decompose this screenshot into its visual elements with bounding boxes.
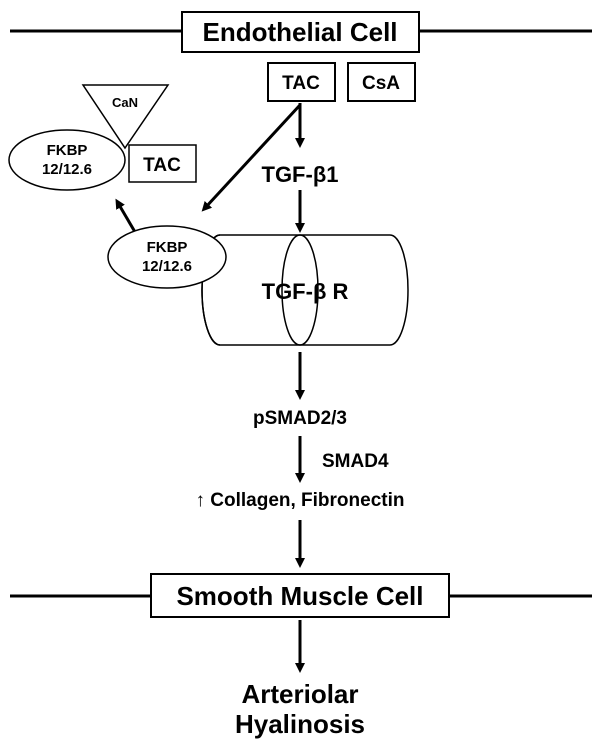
arrow-tac-to-fkbp — [201, 103, 302, 212]
csa-drug-box: CsA — [347, 62, 416, 102]
csa-drug-label: CsA — [362, 73, 400, 94]
receptor-fkbp-line2: 12/12.6 — [142, 258, 192, 275]
psmad-label: pSMAD2/3 — [253, 408, 347, 429]
tac-drug-label: TAC — [282, 73, 320, 94]
endothelial-cell-label: Endothelial Cell — [202, 17, 397, 47]
tgf-beta-receptor: TGF-β R — [201, 234, 409, 346]
tgf-br-label: TGF-β R — [262, 279, 349, 304]
can-triangle — [81, 84, 170, 150]
fkbp-complex-label-line2: 12/12.6 — [42, 161, 92, 178]
fkbp-complex-ellipse — [8, 129, 126, 191]
tac-complex-label: TAC — [143, 155, 181, 176]
receptor-fkbp: FKBP 12/12.6 — [107, 225, 227, 289]
outcome-label-line1: Arteriolar — [241, 679, 358, 709]
smad4-label: SMAD4 — [322, 451, 389, 472]
tac-drug-box: TAC — [267, 62, 336, 102]
arrow-fkbp-to-complex — [115, 198, 137, 233]
calcineurin-complex: CaN FKBP 12/12.6 TAC — [8, 84, 197, 191]
tgf-b1-label: TGF-β1 — [262, 162, 339, 187]
outcome-label-line2: Hyalinosis — [235, 709, 365, 739]
smooth-muscle-cell-label: Smooth Muscle Cell — [176, 581, 423, 611]
collagen-fibronectin-label: ↑ Collagen, Fibronectin — [195, 490, 404, 511]
receptor-fkbp-line1: FKBP — [147, 239, 188, 256]
receptor-transmembrane-ellipse — [281, 234, 319, 346]
can-label: CaN — [112, 95, 138, 110]
endothelial-cell-header: Endothelial Cell — [10, 11, 592, 53]
fkbp-complex-label-line1: FKBP — [47, 142, 88, 159]
receptor-fkbp-ellipse — [107, 225, 227, 289]
smooth-muscle-cell-header: Smooth Muscle Cell — [10, 573, 592, 618]
tac-complex-box — [128, 144, 197, 183]
